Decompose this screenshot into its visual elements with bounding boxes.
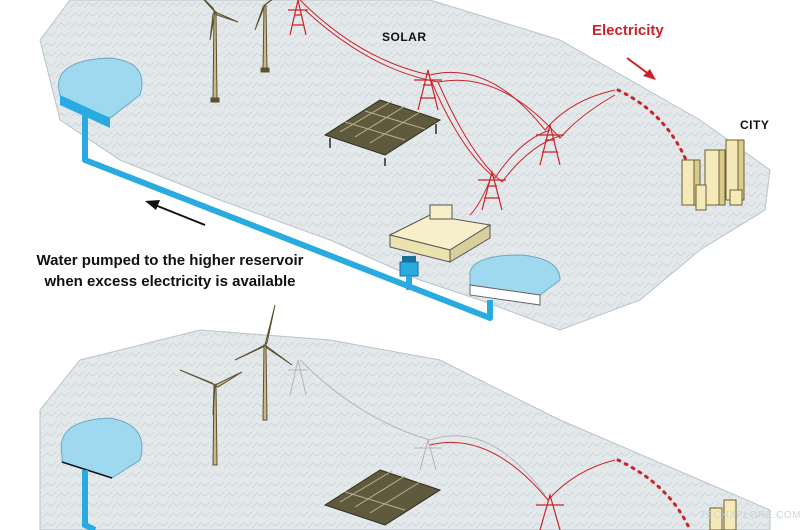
caption-line-2: when excess electricity is available	[44, 273, 296, 290]
transmission-tower-icon	[288, 359, 442, 471]
transmission-tower-icon	[536, 492, 564, 530]
top-scene	[39, 0, 771, 331]
water-pipe	[82, 470, 97, 530]
solar-panel-icon	[323, 99, 442, 166]
wind-turbine-icon	[203, 0, 273, 103]
power-lines	[299, 0, 616, 216]
power-lines	[429, 441, 616, 501]
city-buildings-icon	[681, 139, 745, 211]
bottom-scene	[39, 304, 771, 530]
wind-turbine-icon	[179, 304, 293, 466]
watermark: TECHXPLORE.COM	[700, 510, 800, 521]
upper-reservoir	[60, 417, 143, 479]
solar-label: SOLAR	[382, 30, 427, 44]
power-lines	[299, 359, 546, 496]
pumping-caption: Water pumped to the higher reservoir whe…	[20, 250, 320, 292]
electricity-label: Electricity	[592, 22, 664, 39]
city-buildings-icon	[709, 499, 737, 530]
upper-reservoir	[58, 57, 143, 128]
power-plant-icon	[388, 204, 492, 263]
pump-icon	[399, 256, 419, 290]
arrow-icon	[145, 200, 206, 226]
lower-reservoir	[469, 254, 561, 306]
solar-panel-icon	[323, 469, 442, 526]
electricity-flow	[616, 88, 692, 172]
caption-line-1: Water pumped to the higher reservoir	[36, 252, 304, 269]
city-label: CITY	[740, 118, 770, 132]
water-pipe	[82, 115, 493, 321]
arrow-icon	[626, 57, 656, 80]
